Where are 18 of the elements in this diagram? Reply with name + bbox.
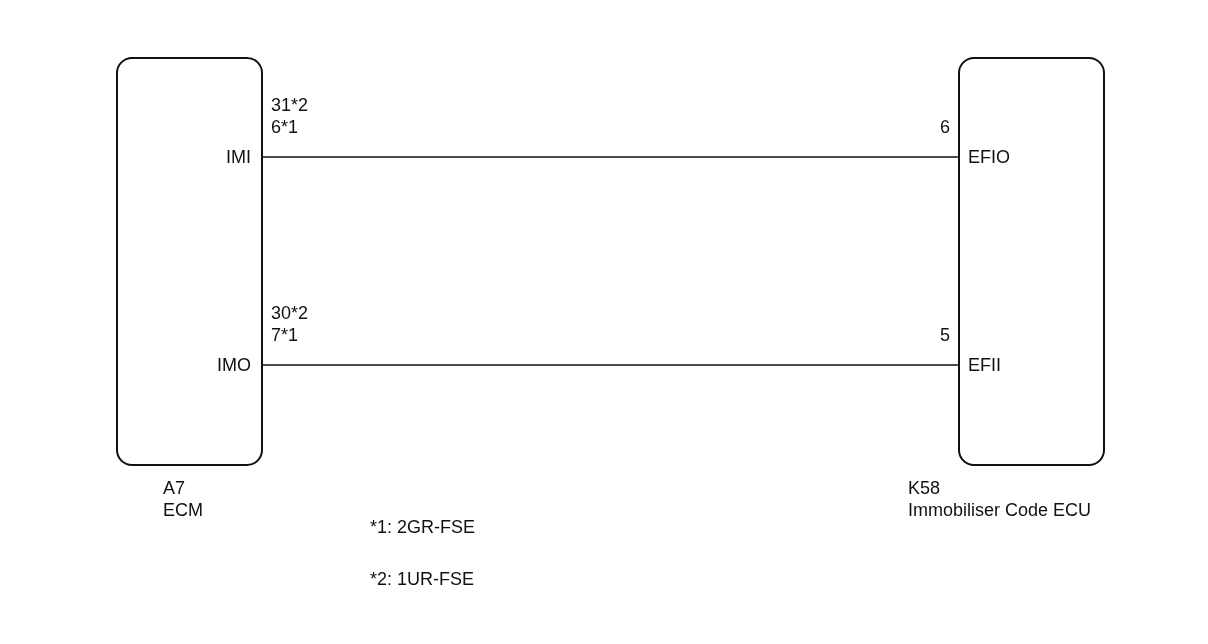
pin-name: IMI (226, 146, 263, 168)
pin-number: 6*1 (271, 116, 299, 138)
pin-number: 5 (940, 324, 950, 346)
component-name: ECM (163, 499, 203, 521)
pin-number: 6 (940, 116, 950, 138)
wire (262, 156, 959, 158)
connector-code: K58 (908, 477, 941, 499)
connector-code: A7 (163, 477, 186, 499)
pin-name: IMO (217, 354, 263, 376)
pin-number: 30*2 (271, 302, 309, 324)
wire (262, 364, 959, 366)
pin-name: EFII (958, 354, 1001, 376)
footnote: *1: 2GR-FSE (370, 516, 476, 538)
pin-name: EFIO (958, 146, 1010, 168)
component-name: Immobiliser Code ECU (908, 499, 1092, 521)
pin-number: 7*1 (271, 324, 299, 346)
pin-number: 31*2 (271, 94, 309, 116)
footnote: *2: 1UR-FSE (370, 568, 475, 590)
